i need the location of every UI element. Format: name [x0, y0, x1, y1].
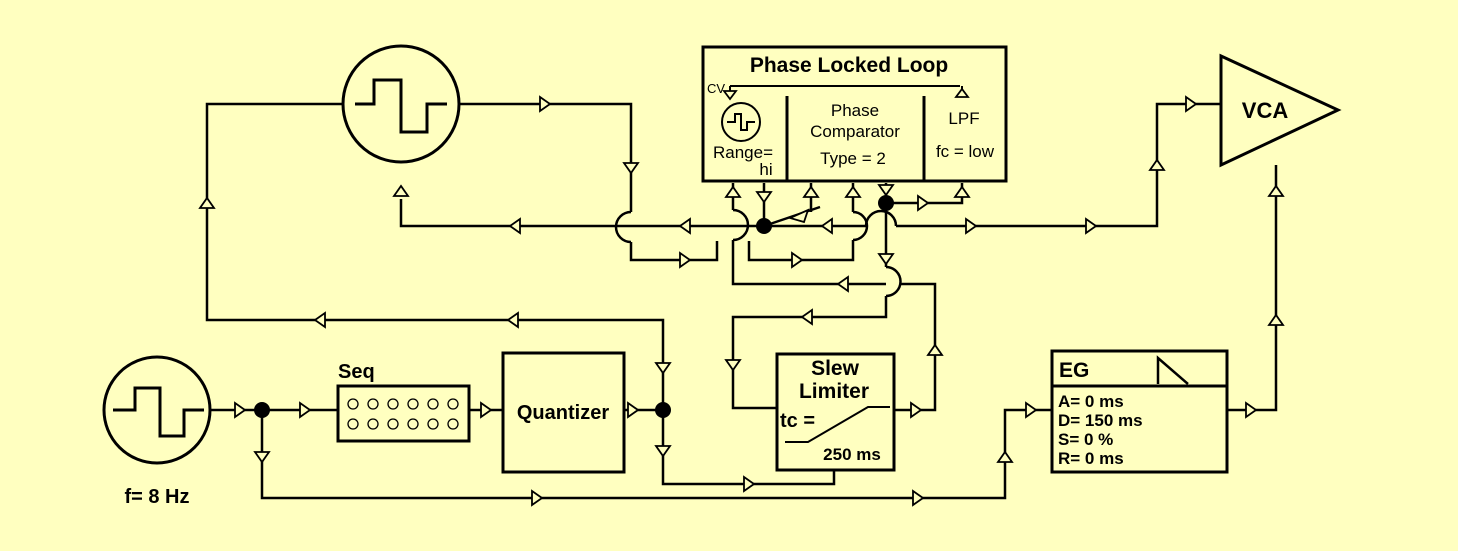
arrow-right: [910, 401, 923, 419]
arrow-right: [787, 208, 810, 224]
arrow-right: [1085, 217, 1098, 235]
slew-limiter-module: Slew Limiter tc = 250 ms: [775, 352, 896, 472]
square-wave-icon: [113, 386, 204, 438]
junction-dot: [254, 402, 270, 418]
lfo-frequency-label: f= 8 Hz: [124, 486, 189, 508]
pll-title: Phase Locked Loop: [750, 54, 948, 77]
arrow-left: [678, 217, 691, 235]
arrow-left: [800, 308, 813, 326]
arrow-right: [1025, 401, 1038, 419]
envelope-shape-icon: [1156, 355, 1189, 385]
arrow-right: [299, 401, 312, 419]
eg-release: R= 0 ms: [1058, 449, 1124, 468]
seq-label: Seq: [338, 361, 375, 383]
arrow-right: [679, 251, 692, 269]
arrow-up: [198, 196, 216, 209]
arrow-up: [1267, 313, 1285, 326]
arrow-down: [877, 253, 895, 266]
pll-module: Phase Locked Loop CV Range= hi Phase Com…: [701, 45, 1008, 183]
arrow-down: [877, 184, 895, 197]
quantizer-module: Quantizer: [501, 351, 626, 474]
comparator-label-2: Comparator: [810, 122, 900, 141]
arrow-down: [622, 162, 640, 175]
arrow-up: [724, 185, 742, 198]
arrow-down: [253, 451, 271, 464]
signal-arrows: [198, 95, 1285, 507]
arrow-right: [917, 194, 930, 212]
slew-ramp-icon: [785, 406, 890, 443]
arrow-right: [234, 401, 247, 419]
arrow-up: [1148, 158, 1166, 171]
comparator-type: Type = 2: [820, 149, 886, 168]
arrow-down: [654, 362, 672, 375]
arrow-down: [755, 191, 773, 204]
arrow-left: [506, 311, 519, 329]
arrow-right: [1185, 95, 1198, 113]
arrow-left: [820, 217, 833, 235]
arrow-right: [539, 95, 552, 113]
slew-tc-value: 250 ms: [823, 445, 881, 464]
arrow-up: [802, 185, 820, 198]
arrow-up: [996, 450, 1014, 463]
arrow-up: [953, 185, 971, 198]
vco-oscillator: [341, 44, 461, 164]
arrow-right: [743, 475, 756, 493]
junction-dot: [756, 218, 772, 234]
arrow-right: [1245, 401, 1258, 419]
arrow-left: [836, 275, 849, 293]
lpf-cutoff: fc = low: [936, 142, 995, 161]
lfo-oscillator: f= 8 Hz: [102, 355, 212, 508]
slew-label-1: Slew: [811, 357, 860, 380]
junction-dot: [655, 402, 671, 418]
arrow-right: [480, 401, 493, 419]
arrow-right: [531, 489, 544, 507]
arrow-right: [791, 251, 804, 269]
lpf-label: LPF: [948, 109, 979, 128]
square-wave-icon: [355, 78, 447, 134]
eg-attack: A= 0 ms: [1058, 392, 1124, 411]
envelope-generator-module: EG A= 0 ms D= 150 ms S= 0 % R= 0 ms: [1050, 349, 1229, 474]
arrow-right: [912, 489, 925, 507]
vca-label: VCA: [1242, 98, 1289, 123]
arrow-up: [1267, 184, 1285, 197]
arrow-right: [965, 217, 978, 235]
eg-title: EG: [1059, 359, 1089, 382]
arrow-up: [926, 343, 944, 356]
patch-wires: [205, 102, 1278, 500]
eg-sustain: S= 0 %: [1058, 430, 1113, 449]
junction-dots: [254, 195, 894, 418]
arrow-down: [724, 359, 742, 372]
arrow-right: [627, 401, 640, 419]
cv-label: CV: [707, 81, 725, 96]
comparator-label-1: Phase: [831, 101, 879, 120]
junction-dot: [878, 195, 894, 211]
quantizer-label: Quantizer: [517, 402, 609, 424]
range-value: hi: [759, 160, 772, 179]
arrow-left: [313, 311, 326, 329]
slew-tc-label: tc =: [780, 410, 815, 432]
sequencer-knobs: [347, 398, 459, 430]
slew-label-2: Limiter: [799, 380, 869, 403]
eg-decay: D= 150 ms: [1058, 411, 1143, 430]
arrow-up: [844, 185, 862, 198]
arrow-down: [654, 445, 672, 458]
vca-module: VCA: [1219, 53, 1342, 168]
range-label: Range=: [713, 143, 773, 162]
arrow-up: [392, 184, 410, 197]
arrow-left: [508, 217, 521, 235]
vco-mini-icon: [721, 102, 761, 142]
sequencer-module: Seq: [336, 361, 471, 443]
